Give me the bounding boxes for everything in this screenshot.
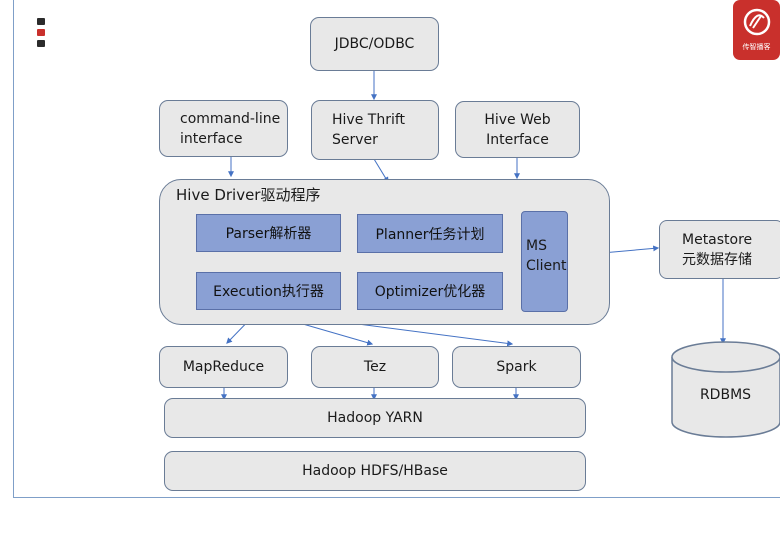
hive-web-interface-box: Hive Web Interface — [455, 101, 580, 158]
metastore-label-line1: Metastore — [682, 231, 753, 248]
deco-marker-red — [37, 29, 45, 36]
optimizer-label: Optimizer优化器 — [374, 284, 486, 300]
web-label-line1: Hive Web — [484, 111, 551, 128]
spark-label: Spark — [496, 359, 537, 375]
hadoop-hdfs-label: Hadoop HDFS/HBase — [302, 463, 448, 479]
planner-label: Planner任务计划 — [375, 226, 485, 243]
mapreduce-box: MapReduce — [159, 346, 288, 388]
tez-box: Tez — [311, 346, 439, 388]
hive-thrift-server-box: Hive Thrift Server — [311, 100, 439, 160]
hadoop-yarn-label: Hadoop YARN — [327, 410, 423, 426]
hadoop-yarn-box: Hadoop YARN — [164, 398, 586, 438]
planner-component: Planner任务计划 — [357, 214, 503, 253]
parser-component: Parser解析器 — [196, 214, 341, 252]
execution-label: Execution执行器 — [213, 284, 324, 300]
hadoop-hdfs-hbase-box: Hadoop HDFS/HBase — [164, 451, 586, 491]
ms-client-line2: Client — [526, 258, 567, 274]
metastore-box: Metastore 元数据存储 — [659, 220, 780, 279]
arrow-thrift-to-driver — [373, 158, 389, 184]
hive-driver-title: Hive Driver驱动程序 — [176, 186, 321, 204]
web-label-line2: Interface — [486, 131, 549, 148]
rdbms-cylinder — [671, 341, 780, 438]
cli-label-line2: interface — [180, 130, 243, 147]
ms-client-line1: MS — [526, 238, 547, 254]
jdbc-odbc-label: JDBC/ODBC — [334, 36, 415, 52]
execution-component: Execution执行器 — [196, 272, 341, 310]
thrift-label-line2: Server — [332, 132, 378, 148]
brand-logo-icon: 传智播客 — [733, 0, 780, 60]
jdbc-odbc-box: JDBC/ODBC — [310, 17, 439, 71]
cli-label-line1: command-line — [180, 110, 281, 127]
parser-label: Parser解析器 — [225, 226, 312, 242]
deco-marker-dark-2 — [37, 40, 45, 47]
spark-box: Spark — [452, 346, 581, 388]
tez-label: Tez — [363, 359, 387, 375]
thrift-label-line1: Hive Thrift — [332, 112, 406, 128]
mapreduce-label: MapReduce — [182, 359, 265, 375]
logo-text: 传智播客 — [743, 42, 771, 51]
rdbms-label: RDBMS — [699, 387, 752, 403]
ms-client-component: MS Client — [521, 211, 568, 312]
command-line-interface-box: command-line interface — [159, 100, 288, 157]
metastore-label-line2: 元数据存储 — [682, 251, 752, 268]
deco-marker-dark — [37, 18, 45, 25]
optimizer-component: Optimizer优化器 — [357, 272, 503, 310]
